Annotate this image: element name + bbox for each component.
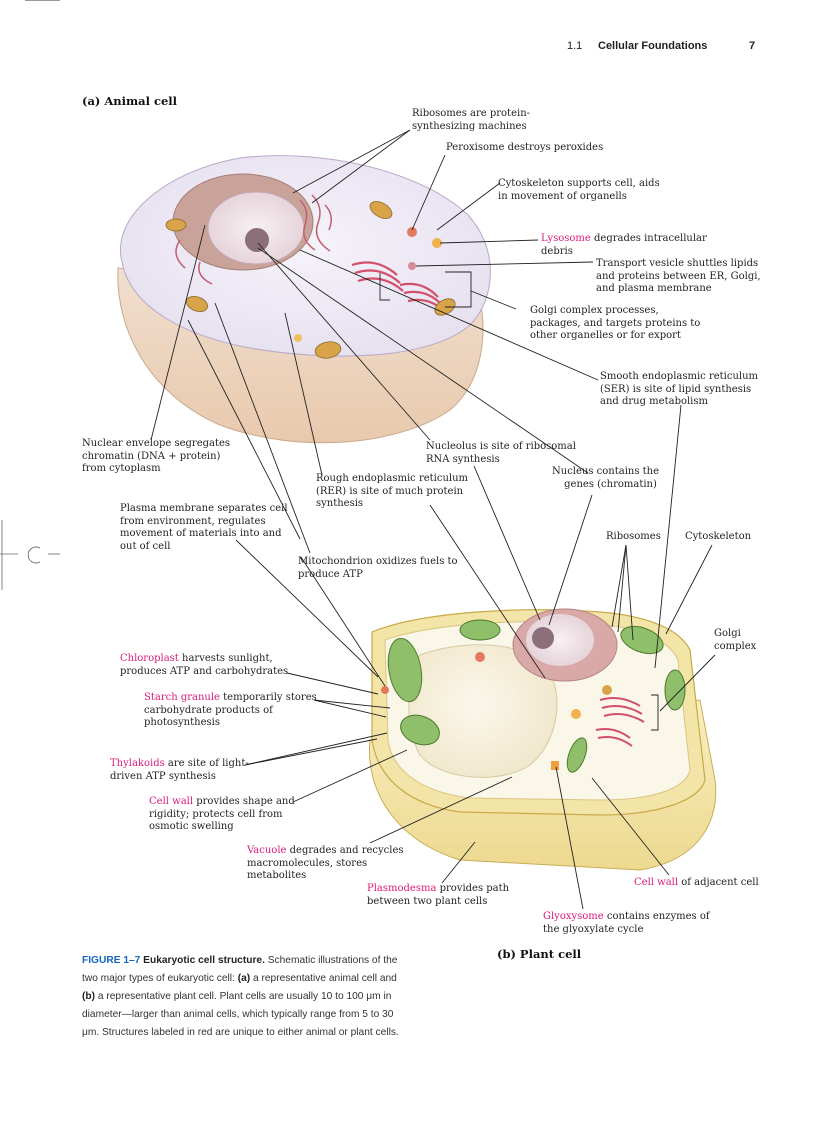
plant-cell-title: (b) Plant cell bbox=[497, 947, 582, 961]
cell-wall-name: Cell wall bbox=[149, 796, 194, 807]
label-plant-ribosomes: Ribosomes bbox=[606, 531, 661, 542]
lysosome-name: Lysosome bbox=[541, 233, 591, 244]
plant-cell-drawing bbox=[368, 608, 717, 871]
section-title: Cellular Foundations bbox=[598, 40, 708, 52]
label-chloroplast: Chloroplast harvests sunlight, produces … bbox=[120, 653, 289, 677]
top-rule bbox=[25, 0, 60, 1]
crop-mark bbox=[0, 520, 60, 590]
animal-cell-drawing bbox=[117, 155, 491, 444]
adjacent-cell-wall-name: Cell wall bbox=[634, 877, 679, 888]
label-starch-granule: Starch granule temporarily stores carboh… bbox=[144, 692, 317, 728]
section-number: 1.1 bbox=[567, 40, 583, 52]
label-plant-cytoskeleton: Cytoskeleton bbox=[685, 531, 752, 542]
label-glyoxysome: Glyoxysome contains enzymes of the glyox… bbox=[543, 911, 710, 935]
label-ribosomes: Ribosomes are protein-synthesizing machi… bbox=[412, 108, 531, 132]
label-cell-wall: Cell wall provides shape and rigidity; p… bbox=[149, 796, 295, 832]
animal-cell-title: (a) Animal cell bbox=[82, 94, 178, 108]
label-adjacent-cell-wall: Cell wall of adjacent cell bbox=[634, 877, 759, 888]
glyoxysome-name: Glyoxysome bbox=[543, 911, 604, 922]
label-plasmodesma: Plasmodesma provides path between two pl… bbox=[367, 883, 510, 907]
label-peroxisome: Peroxisome destroys peroxides bbox=[446, 142, 604, 153]
label-rough-er: Rough endoplasmic reticulum(RER) is site… bbox=[316, 473, 469, 509]
figure-caption: FIGURE 1–7 Eukaryotic cell structure. Sc… bbox=[82, 955, 399, 1038]
label-smooth-er: Smooth endoplasmic reticulum(SER) is sit… bbox=[600, 371, 759, 407]
label-lysosome: Lysosome degrades intracellular debris bbox=[541, 233, 707, 257]
starch-granule-name: Starch granule bbox=[144, 692, 220, 703]
thylakoids-name: Thylakoids bbox=[110, 758, 165, 769]
leader-lines bbox=[150, 129, 716, 910]
label-golgi-complex: Golgi complex processes,packages, and ta… bbox=[530, 305, 701, 341]
vacuole-name: Vacuole bbox=[247, 845, 287, 856]
figure-title: Eukaryotic cell structure. bbox=[143, 955, 265, 966]
page-number: 7 bbox=[749, 40, 756, 52]
figure-label: FIGURE 1–7 bbox=[82, 955, 141, 966]
chloroplast-name: Chloroplast bbox=[120, 653, 179, 664]
label-vacuole: Vacuole degrades and recycles macromolec… bbox=[247, 845, 404, 881]
label-thylakoids: Thylakoids are site of light- driven ATP… bbox=[110, 758, 249, 782]
plasmodesma-name: Plasmodesma bbox=[367, 883, 437, 894]
